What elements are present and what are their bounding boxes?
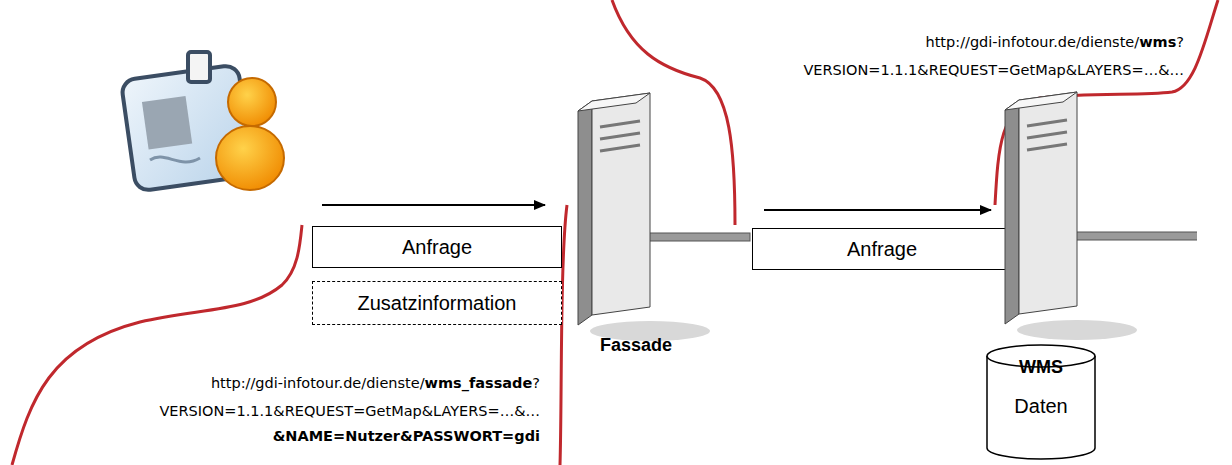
request-box: Anfrage bbox=[752, 228, 1012, 270]
request-arrow bbox=[764, 209, 991, 211]
url-text: ? bbox=[532, 375, 540, 391]
box-label: Anfrage bbox=[847, 238, 917, 261]
url-line: VERSION=1.1.1&REQUEST=GetMap&LAYERS=…&… bbox=[803, 62, 1184, 78]
url-text: http://gdi-infotour.de/dienste/ bbox=[925, 34, 1139, 50]
database-cylinder bbox=[987, 345, 1095, 459]
url-text: ? bbox=[1176, 34, 1184, 50]
url-text: VERSION=1.1.1&REQUEST=GetMap&LAYERS=…&… bbox=[159, 403, 540, 419]
url-line: http://gdi-infotour.de/dienste/wms_fassa… bbox=[211, 375, 540, 391]
url-text: wms_fassade bbox=[425, 375, 533, 391]
cylinder-label: Daten bbox=[1014, 395, 1067, 418]
url-text: wms bbox=[1139, 34, 1176, 50]
cylinder-title: WMS bbox=[1019, 357, 1063, 378]
url-line: VERSION=1.1.1&REQUEST=GetMap&LAYERS=…&… bbox=[159, 403, 540, 419]
request-box: Anfrage bbox=[312, 226, 562, 268]
node-shape bbox=[560, 85, 760, 365]
box-label: Zusatzinformation bbox=[358, 292, 517, 315]
url-line: &NAME=Nutzer&PASSWORT=gdi bbox=[273, 428, 540, 444]
server-label: Fassade bbox=[600, 335, 672, 356]
url-text: &NAME=Nutzer&PASSWORT=gdi bbox=[273, 428, 540, 444]
facade-server: Fassade bbox=[560, 85, 760, 365]
extra-info-box: Zusatzinformation bbox=[312, 281, 562, 325]
wms-server: WMS Daten bbox=[985, 88, 1197, 460]
box-label: Anfrage bbox=[402, 236, 472, 259]
server-icon bbox=[1005, 92, 1197, 340]
request-arrow bbox=[322, 204, 545, 206]
boundary-curve bbox=[12, 225, 302, 465]
url-text: VERSION=1.1.1&REQUEST=GetMap&LAYERS=…&… bbox=[803, 62, 1184, 78]
server-icon bbox=[578, 93, 750, 341]
url-text: http://gdi-infotour.de/dienste/ bbox=[211, 375, 425, 391]
url-line: http://gdi-infotour.de/dienste/wms? bbox=[925, 34, 1184, 50]
user-icon bbox=[121, 52, 284, 192]
